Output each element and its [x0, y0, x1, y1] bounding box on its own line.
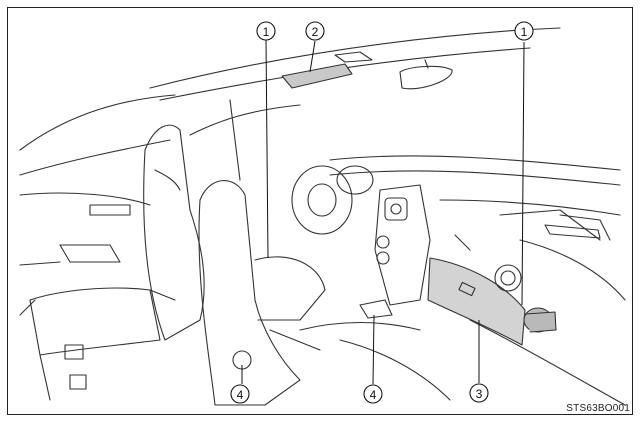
- callout-1b-leader: [522, 42, 524, 305]
- callout-4b-label: 4: [370, 388, 377, 402]
- callout-4b-leader: [373, 315, 374, 384]
- callout-1-leader: [266, 40, 268, 258]
- sun-visor: [282, 64, 352, 88]
- callout-1b-label: 1: [521, 25, 528, 39]
- callout-4-label: 4: [237, 388, 244, 402]
- callout-2-label: 2: [312, 25, 319, 39]
- callout-1-label: 1: [263, 25, 270, 39]
- callout-2-leader: [310, 41, 315, 72]
- callout-3-label: 3: [476, 387, 483, 401]
- figure-code: STS63BO001: [566, 403, 630, 414]
